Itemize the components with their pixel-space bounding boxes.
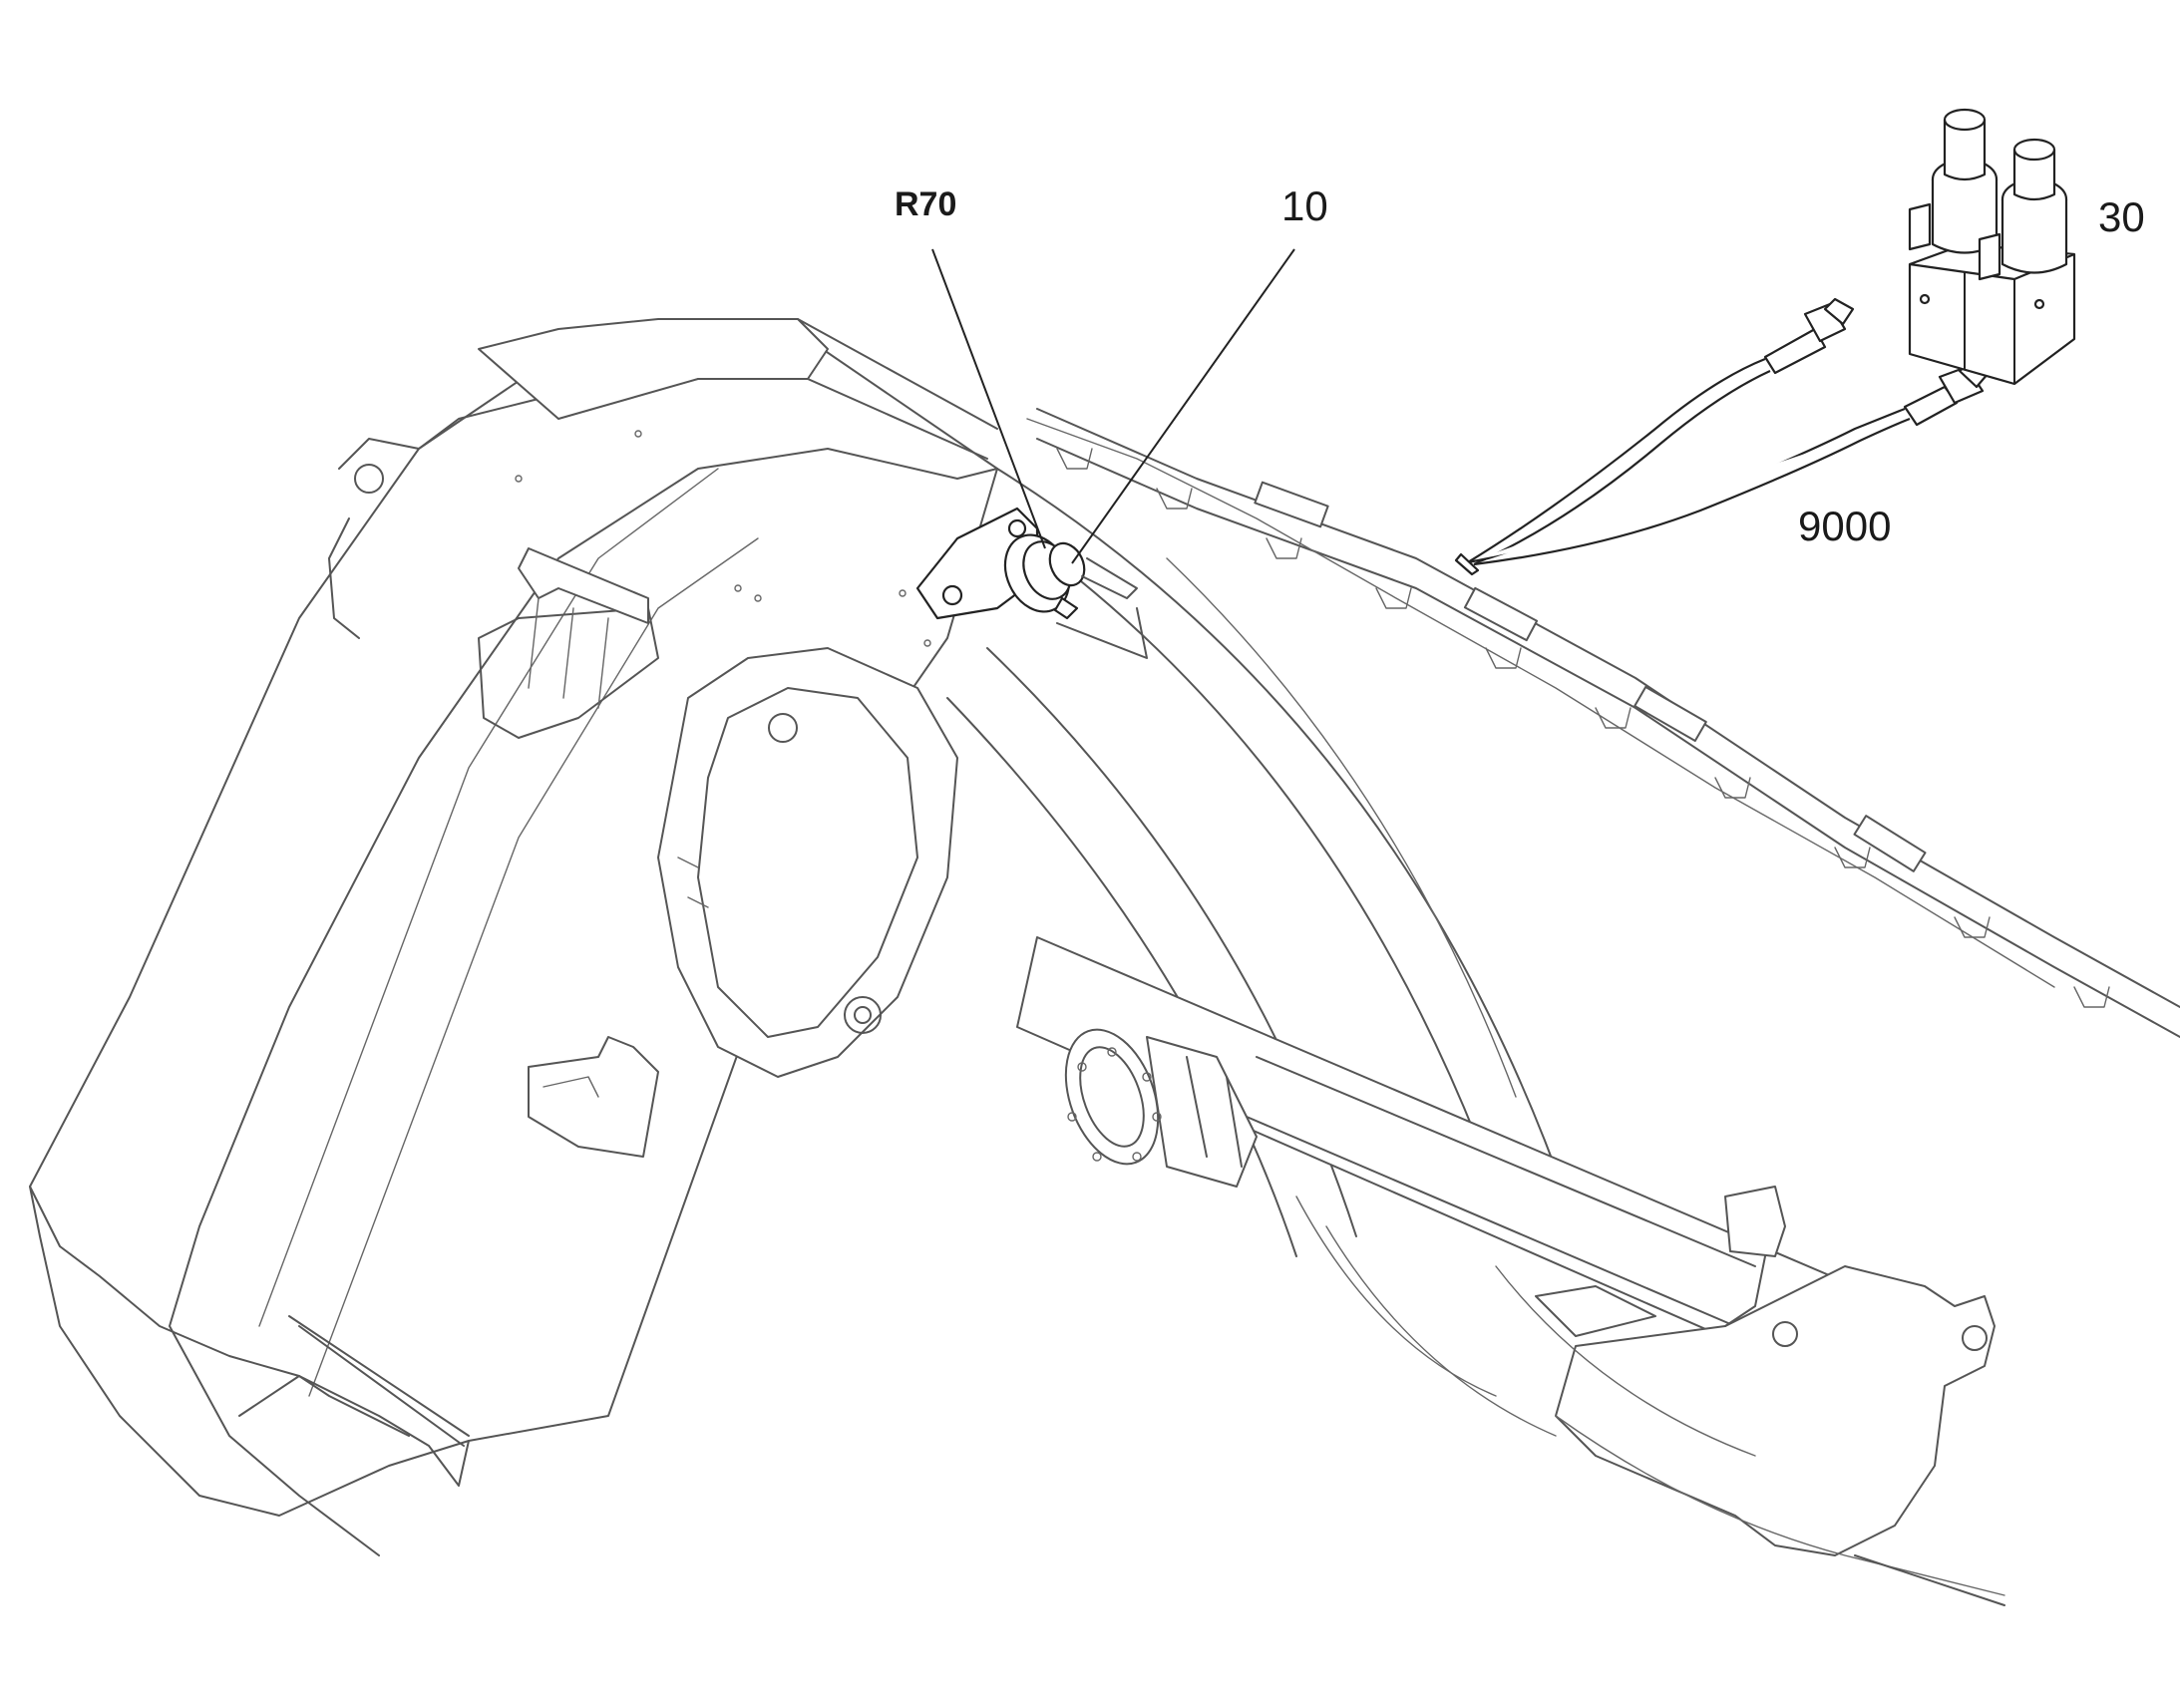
solenoid-valve-block xyxy=(1908,108,2076,386)
callout-r70: R70 xyxy=(895,185,957,223)
boom-top xyxy=(478,318,998,460)
boom-arm xyxy=(29,318,998,1556)
angle-sensor xyxy=(915,507,1148,659)
hose-clamp-rail xyxy=(1026,408,2180,1038)
boom-head xyxy=(657,647,958,1078)
linkage-bracket xyxy=(1295,1186,2005,1606)
leader-lines xyxy=(931,248,1295,564)
hydraulic-cylinder xyxy=(1016,936,1856,1387)
cable-harness xyxy=(1454,297,1991,576)
callout-30: 30 xyxy=(2098,193,2145,240)
callout-9000: 9000 xyxy=(1798,503,1892,549)
callout-10: 10 xyxy=(1281,182,1328,229)
